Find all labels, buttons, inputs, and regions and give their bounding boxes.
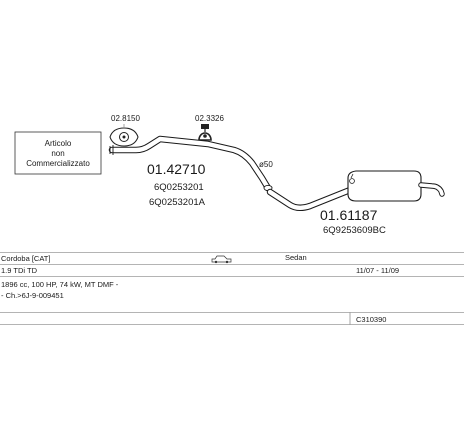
- oe-number-rear-silencer: 6Q9253609BC: [323, 225, 386, 236]
- table-engine: 1.9 TDi TD: [1, 266, 38, 275]
- notice-line-3: Commercializzato: [26, 159, 90, 168]
- notice-line-1: Articolo: [45, 139, 72, 148]
- rear-silencer: [266, 170, 445, 211]
- part-number-rear-silencer: 01.61187: [320, 207, 378, 223]
- sedan-car-icon: [211, 255, 232, 264]
- fitting-code-rubber-mount: 02.8150: [111, 114, 140, 123]
- table-kit-code: C310390: [356, 315, 386, 324]
- pipe-diameter-label: ø50: [259, 160, 273, 169]
- table-production-years: 11/07 - 11/09: [356, 266, 399, 275]
- notice-line-2: non: [51, 149, 64, 158]
- table-model: Cordoba [CAT]: [1, 254, 50, 263]
- table-chassis-range: - Ch.>6J-9-009451: [1, 291, 64, 300]
- rubber-mount-icon: [109, 127, 139, 147]
- hanger-clamp-icon: [198, 124, 212, 141]
- oe-number-front-pipe-2: 6Q0253201A: [149, 197, 206, 208]
- part-number-front-pipe: 01.42710: [147, 161, 206, 177]
- notice-box: [14, 131, 102, 175]
- application-table: Cordoba [CAT] Sedan 1.9 TDi TD 11/07 - 1…: [0, 252, 464, 325]
- table-engine-specs: 1896 cc, 100 HP, 74 kW, MT DMF -: [1, 280, 119, 289]
- oe-number-front-pipe-1: 6Q0253201: [154, 182, 204, 193]
- fitting-code-hanger-clamp: 02.3326: [195, 114, 224, 123]
- table-body-style: Sedan: [285, 253, 307, 262]
- not-available-notice: Articolo non Commercializzato: [14, 131, 102, 175]
